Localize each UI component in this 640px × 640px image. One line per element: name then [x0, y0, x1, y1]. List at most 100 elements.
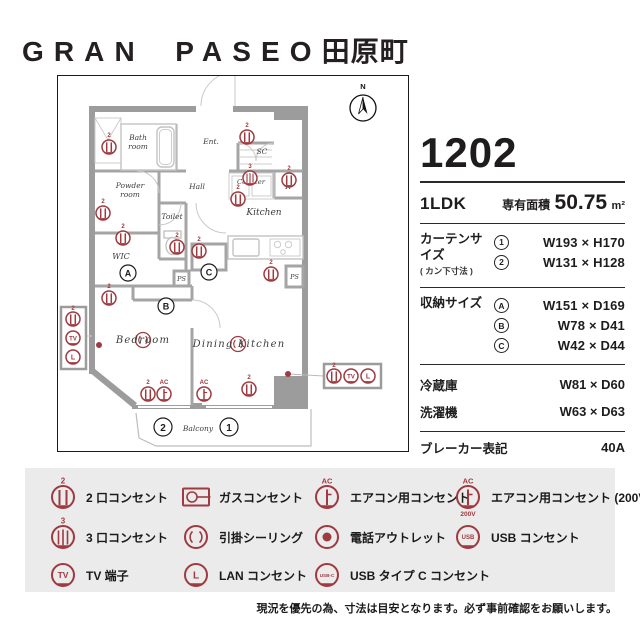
door-arcs [136, 76, 275, 329]
dining-kitchen-label: Dining Kitchen [192, 339, 286, 350]
svg-text:2: 2 [101, 199, 105, 205]
window-mark-2: 2 [153, 417, 173, 437]
outlet-symbol: 2 [239, 123, 255, 145]
ac-outlet-symbol: AC [156, 380, 172, 402]
bathtub [156, 126, 175, 168]
svg-text:2: 2 [287, 166, 291, 172]
window-mark-1: 1 [219, 417, 239, 437]
outlet-symbol: 2 [326, 363, 342, 384]
svg-text:2: 2 [121, 224, 125, 230]
outlet-symbol: 2 [281, 166, 297, 188]
svg-text:AC: AC [200, 380, 209, 386]
svg-text:2: 2 [107, 284, 111, 290]
disclaimer-text: 現況を優先の為、寸法は目安となります。必ず事前確認をお願いします。 [256, 603, 617, 615]
svg-text:2: 2 [245, 123, 249, 129]
north-label: N [360, 82, 365, 91]
outlet-symbol: 2 [95, 199, 111, 221]
outlet-3-symbol: 3 [242, 164, 258, 186]
outlet-symbol: 2 [101, 284, 117, 306]
svg-text:3: 3 [248, 164, 252, 170]
legend-item: 3 3 口コンセント [47, 516, 168, 558]
floorplan-box: Bath room Ent. SC Powder room Hall Count… [57, 75, 409, 452]
bedroom-label: Bedroom [115, 335, 170, 346]
svg-text:2: 2 [61, 477, 66, 486]
phone-outlet-symbol [285, 371, 291, 377]
gas-outlet-icon [182, 487, 211, 507]
svg-text:3: 3 [61, 517, 66, 526]
svg-text:B: B [163, 302, 170, 312]
svg-text:2: 2 [332, 363, 336, 369]
floorplan-svg: Bath room Ent. SC Powder room Hall Count… [59, 76, 383, 447]
legend-item: L LAN コンセント [180, 554, 307, 596]
usb-outlet-icon: USB [456, 525, 480, 549]
outlet-symbol: 2 [65, 306, 81, 327]
svg-text:2: 2 [107, 133, 111, 139]
svg-text:AC: AC [160, 380, 169, 386]
exterior-walls [89, 106, 308, 409]
legend-item: 2 2 口コンセント [47, 476, 168, 518]
svg-text:USB-C: USB-C [320, 573, 335, 578]
svg-text:room: room [120, 190, 140, 199]
kitchen-label: Kitchen [245, 208, 281, 218]
tv-terminal-symbol: TV [343, 368, 359, 384]
legend-item: 引掛シーリング [180, 516, 303, 558]
storage-size-label: 収納サイズ [420, 295, 483, 310]
curtain-size-label: カーテンサイズ [420, 232, 483, 262]
outlet-symbol: 2 [230, 185, 246, 207]
stove [269, 238, 301, 257]
unit-number: 1202 [420, 129, 518, 176]
storage-marks: A B C 2 1 [119, 263, 239, 437]
svg-text:2: 2 [269, 260, 273, 266]
svg-text:200V: 200V [460, 511, 476, 518]
title-latin: GRAN PASEO [22, 36, 322, 67]
legend-item: ガスコンセント [180, 476, 303, 518]
lan-symbol: L [65, 349, 81, 365]
legend-item: USB USB コンセント [452, 516, 580, 558]
pipe-space-label: PS [176, 275, 186, 283]
svg-text:C: C [206, 268, 213, 278]
svg-text:2: 2 [247, 375, 251, 381]
svg-text:AC: AC [322, 477, 333, 486]
outlet-symbol: 2 [140, 380, 156, 402]
powder-room-label: Powder [115, 181, 145, 190]
legend-item: AC エアコン用コンセント [311, 476, 470, 518]
tv-terminal-icon: TV [51, 563, 75, 587]
balcony-outline [135, 409, 312, 447]
divider [420, 181, 625, 183]
svg-text:L: L [71, 355, 76, 362]
outlet-symbols: 2 2 3 2 2 2 2 2 2 2 2 2 AC AC 2 2 TV L 2… [65, 123, 376, 402]
pipe-space-label: PS [289, 273, 299, 281]
divider [420, 286, 625, 288]
outlet-symbol: 2 [241, 375, 257, 397]
legend-item: 電話アウトレット [311, 516, 446, 558]
storage-mark-b: B [157, 297, 175, 315]
outlet-symbol: 2 [263, 260, 279, 282]
lan-symbol: L [360, 368, 376, 384]
divider [420, 430, 625, 432]
toilet-label: Toilet [161, 212, 183, 221]
svg-text:2: 2 [160, 423, 166, 434]
unit-layout: 1LDK [420, 194, 467, 213]
balcony-label: Balcony [182, 424, 214, 433]
phone-outlet-symbol [96, 342, 102, 348]
outlet-symbol: 2 [191, 237, 207, 259]
outlet-symbol: 2 [169, 233, 185, 255]
wic-label: WIC [112, 252, 130, 261]
svg-text:TV: TV [69, 337, 77, 343]
tv-terminal-symbol: TV [65, 330, 81, 346]
svg-text:2: 2 [146, 380, 150, 386]
usb-c-outlet-icon: USB-C [315, 563, 339, 587]
outlet-symbol: 2 [101, 133, 117, 155]
phone-outlet-icon [315, 525, 339, 549]
